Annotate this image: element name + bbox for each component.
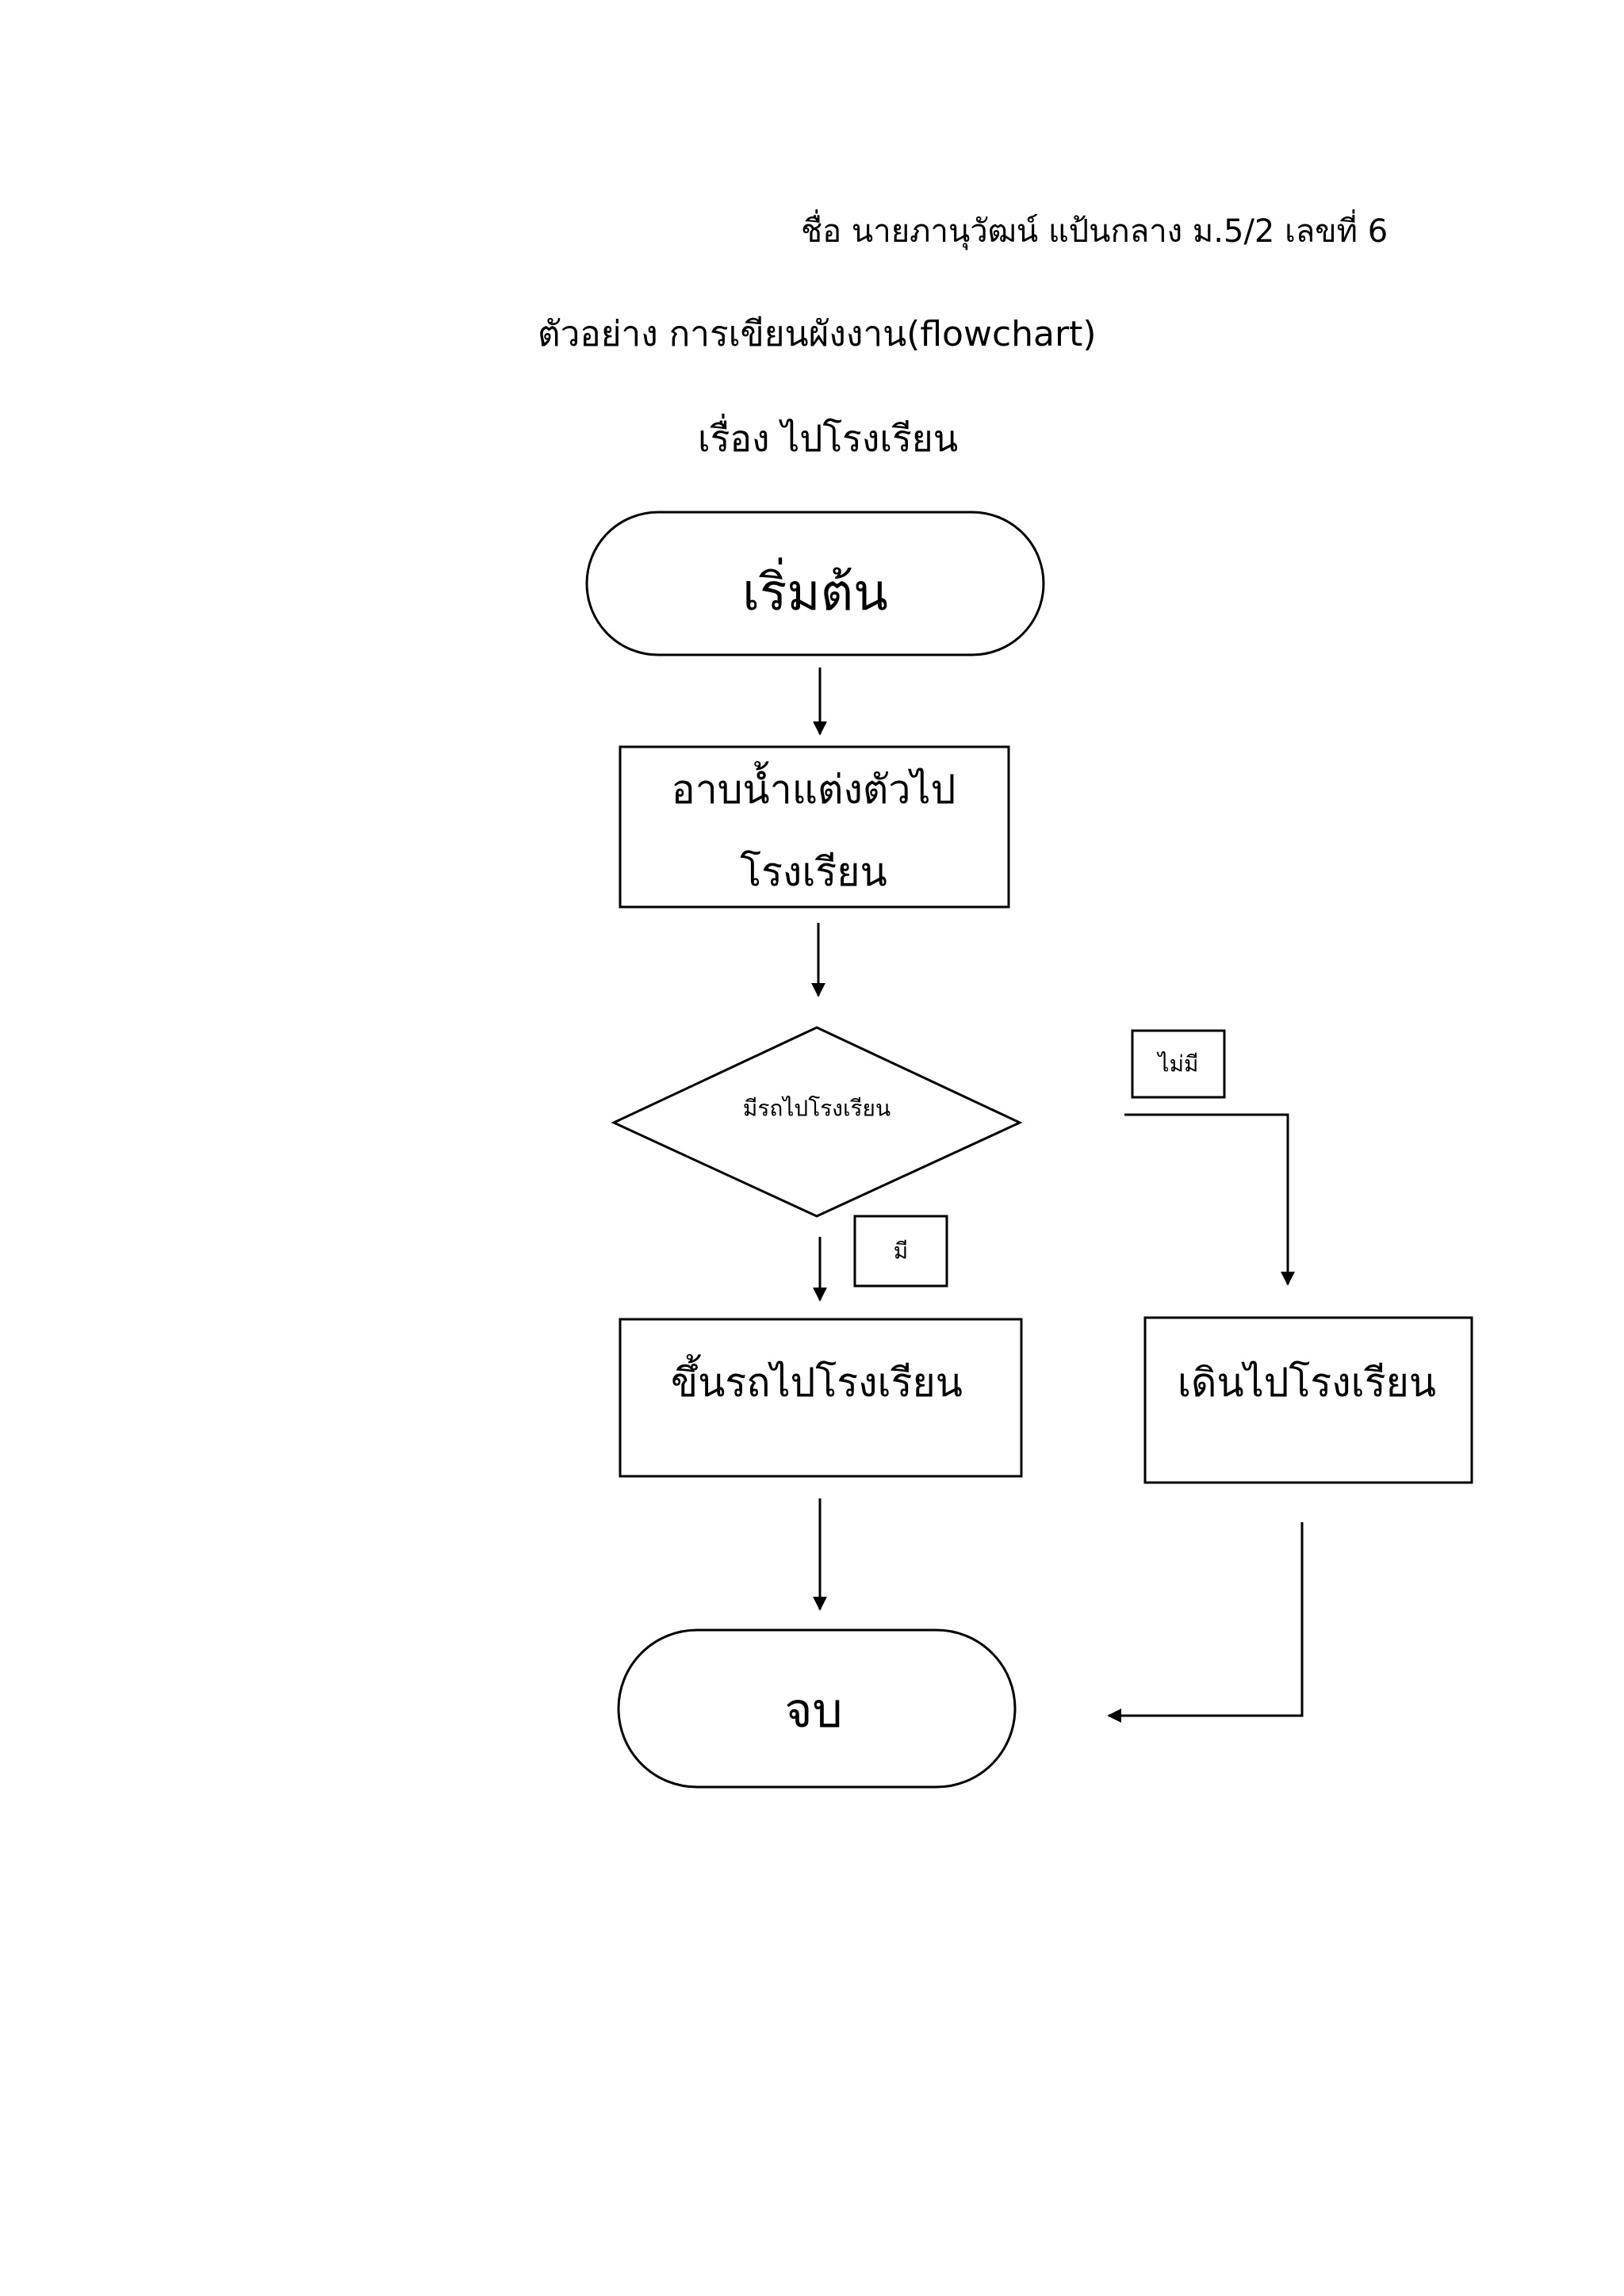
topic-title: เรื่อง ไปโรงเรียน [698,417,959,460]
yes-label-text: มี [894,1238,908,1265]
decision-diamond: มีรถไปโรงเรียน [611,1026,1023,1218]
end-terminal-shape [617,1628,1017,1789]
decision-label: มีรถไปโรงเรียน [743,1096,891,1122]
start-terminal: เริ่มต้น [585,511,1045,656]
process-walk: เดินไปโรงเรียน [1143,1316,1473,1484]
end-terminal: จบ [617,1628,1017,1789]
process-walk-shape [1143,1316,1473,1484]
decision-diamond-shape [611,1026,1023,1218]
start-terminal-label: เริ่มต้น [742,557,888,622]
end-terminal-label: จบ [784,1683,842,1739]
yes-label-box-shape [853,1215,948,1288]
process-get-ready-line2: โรงเรียน [740,849,887,895]
process-take-bus-shape [619,1318,1023,1478]
arrow-walk-to-end [1107,1522,1304,1723]
process-get-ready-line1: อาบน้ำแต่งตัวไป [672,761,956,813]
process-walk-label: เดินไปโรงเรียน [1178,1360,1436,1406]
process-get-ready: อาบน้ำแต่งตัวไป โรงเรียน [619,745,1010,909]
yes-label-box: มี [853,1215,948,1288]
process-take-bus: ขึ้นรถไปโรงเรียน [619,1318,1023,1478]
student-name-line: ชื่อ นายภานุวัฒน์ แป้นกลาง ม.5/2 เลขที่ … [801,213,1388,250]
no-label-text: ไม่มี [1157,1051,1199,1077]
document-title: ตัวอย่าง การเขียนผังงาน(flowchart) [538,314,1097,354]
start-terminal-shape [585,511,1045,656]
no-label-box: ไม่มี [1131,1029,1226,1099]
process-take-bus-label: ขึ้นรถไปโรงเรียน [671,1354,963,1406]
arrow-decision-to-walk [1124,1113,1295,1286]
no-label-box-shape [1131,1029,1226,1099]
process-get-ready-shape [619,745,1010,909]
